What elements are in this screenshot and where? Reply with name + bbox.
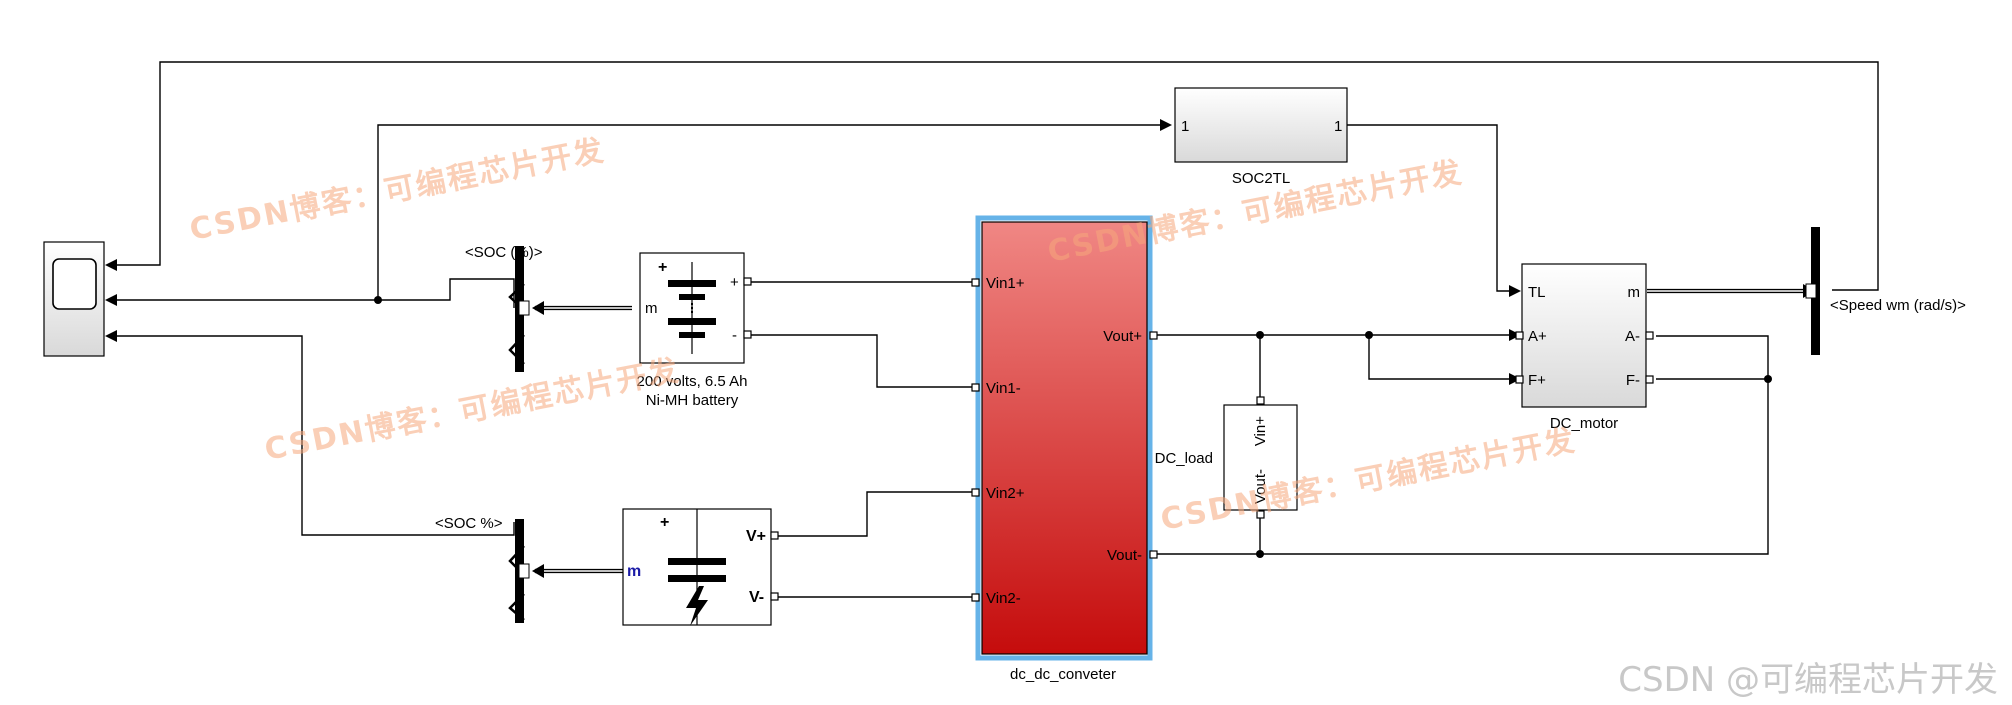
lightning-icon: [686, 586, 708, 626]
supercap-port-m: m: [627, 563, 641, 580]
supercap-vplus-port[interactable]: [770, 531, 779, 540]
signal-lines: [117, 61, 1879, 598]
junction-dot: [1256, 550, 1264, 558]
dc-motor-label: DC_motor: [1550, 415, 1618, 432]
capacitor-icon: [668, 558, 726, 565]
signal-label-soc-supercap: <SOC %>: [435, 515, 503, 532]
arrowhead-icon: [1509, 285, 1521, 297]
battery-label-line1: 200 volts, 6.5 Ah: [637, 373, 748, 390]
dc-motor-port-aplus: A+: [1528, 328, 1547, 345]
soc2tl-out-port: 1: [1334, 118, 1342, 135]
watermark-text: CSDN博客：可编程芯片开发: [187, 133, 608, 248]
battery-port-m: m: [645, 300, 658, 317]
csdn-corner-watermark: CSDN @可编程芯片开发: [1618, 660, 1998, 700]
soc2tl-label: SOC2TL: [1232, 170, 1290, 187]
junction-dot: [1256, 331, 1264, 339]
converter-label: dc_dc_conveter: [1010, 666, 1116, 683]
dc-load-port-top: Vin+: [1252, 416, 1269, 446]
dc-motor-aminus-port[interactable]: [1645, 331, 1654, 340]
arrowhead-icon: [105, 294, 117, 306]
wire-soc-supercap-to-scope[interactable]: [117, 335, 515, 536]
converter-port-voutplus: Vout+: [1103, 328, 1142, 345]
supercap-port-vminus: V-: [749, 589, 764, 606]
dc-motor-block[interactable]: TL A+ F+ m A- F-: [1521, 263, 1647, 408]
converter-port-vin2plus: Vin2+: [986, 485, 1025, 502]
dc-motor-aplus-port[interactable]: [1515, 331, 1524, 340]
dc-motor-fplus-port[interactable]: [1515, 375, 1524, 384]
arrowhead-icon: [1160, 119, 1172, 131]
arrowhead-icon: [1509, 329, 1521, 341]
soc2tl-block[interactable]: 1 1: [1174, 87, 1348, 163]
wire-cap-vplus-vin2plus[interactable]: [776, 491, 975, 537]
converter-vin1minus-port[interactable]: [971, 383, 980, 392]
junction-dot: [1764, 375, 1772, 383]
arrowheads: [105, 119, 1521, 385]
supercap-port-vplus: V+: [746, 528, 766, 545]
supercap-block[interactable]: + m V+ V-: [622, 508, 772, 626]
watermark-text: CSDN博客：可编程芯片开发: [262, 353, 683, 468]
wire-vout-minus-bus[interactable]: [1156, 335, 1769, 555]
dc-motor-port-fplus: F+: [1528, 372, 1546, 389]
converter-vin1plus-port[interactable]: [971, 278, 980, 287]
dc-load-port-bottom: Vout-: [1252, 469, 1269, 504]
dc-motor-port-tl: TL: [1528, 284, 1546, 301]
dc-motor-port-aminus: A-: [1625, 328, 1640, 345]
dc-load-top-port[interactable]: [1256, 396, 1265, 405]
junction-dots: [374, 296, 1772, 558]
bus-selector-supercap[interactable]: [508, 519, 530, 623]
dc-load-label: DC_load: [1155, 450, 1213, 467]
wire-to-motor-fplus[interactable]: [1368, 335, 1510, 380]
converter-vin2plus-port[interactable]: [971, 488, 980, 497]
converter-port-vin1minus: Vin1-: [986, 380, 1021, 397]
battery-port-minus: -: [732, 327, 737, 344]
dc-motor-fminus-port[interactable]: [1645, 375, 1654, 384]
bus-arrowhead-icon: [532, 564, 544, 578]
supercap-vminus-port[interactable]: [770, 592, 779, 601]
wire-speed-to-scope[interactable]: [117, 61, 1879, 291]
supercap-plus-sign: +: [660, 514, 669, 531]
battery-label-line2: Ni-MH battery: [646, 392, 739, 409]
battery-cell-icon: [668, 280, 716, 287]
wire-soc-to-soc2tl[interactable]: [377, 124, 1160, 300]
converter-port-vin2minus: Vin2-: [986, 590, 1021, 607]
dc-load-block[interactable]: Vin+ Vout-: [1223, 404, 1298, 511]
dc-load-bottom-port[interactable]: [1256, 510, 1265, 519]
battery-port-plus: +: [730, 274, 739, 291]
converter-port-voutminus: Vout-: [1107, 547, 1142, 564]
converter-block[interactable]: Vin1+ Vin1- Vin2+ Vin2- Vout+ Vout-: [975, 215, 1153, 661]
scope-screen-icon: [52, 258, 97, 310]
scope-block[interactable]: [43, 241, 105, 357]
battery-plus-port[interactable]: [743, 277, 752, 286]
converter-vin2minus-port[interactable]: [971, 593, 980, 602]
bus-arrowhead-icon: [532, 301, 544, 315]
converter-voutplus-port[interactable]: [1149, 331, 1158, 340]
junction-dot: [374, 296, 382, 304]
wire-bat-minus-vin1minus[interactable]: [748, 334, 975, 388]
wire-soc2tl-to-tl[interactable]: [1347, 124, 1510, 292]
bus-selector-battery[interactable]: [508, 246, 530, 372]
converter-port-vin1plus: Vin1+: [986, 275, 1025, 292]
battery-plus-sign: +: [658, 259, 667, 276]
arrowhead-icon: [105, 330, 117, 342]
soc2tl-in-port: 1: [1181, 118, 1189, 135]
battery-minus-port[interactable]: [743, 330, 752, 339]
dc-motor-port-fminus: F-: [1626, 372, 1640, 389]
watermark-text: CSDN博客：可编程芯片开发: [1158, 423, 1579, 538]
arrowhead-icon: [105, 259, 117, 271]
dc-motor-port-m: m: [1628, 284, 1641, 301]
junction-dot: [1365, 331, 1373, 339]
battery-block[interactable]: + m + -: [639, 252, 745, 364]
converter-voutminus-port[interactable]: [1149, 550, 1158, 559]
signal-label-speed: <Speed wm (rad/s)>: [1830, 297, 1966, 314]
signal-label-soc-battery: <SOC (%)>: [465, 244, 543, 261]
bus-selector-speed[interactable]: [1805, 227, 1820, 355]
wire-soc-battery-to-scope[interactable]: [117, 278, 515, 308]
arrowhead-icon: [1509, 373, 1521, 385]
